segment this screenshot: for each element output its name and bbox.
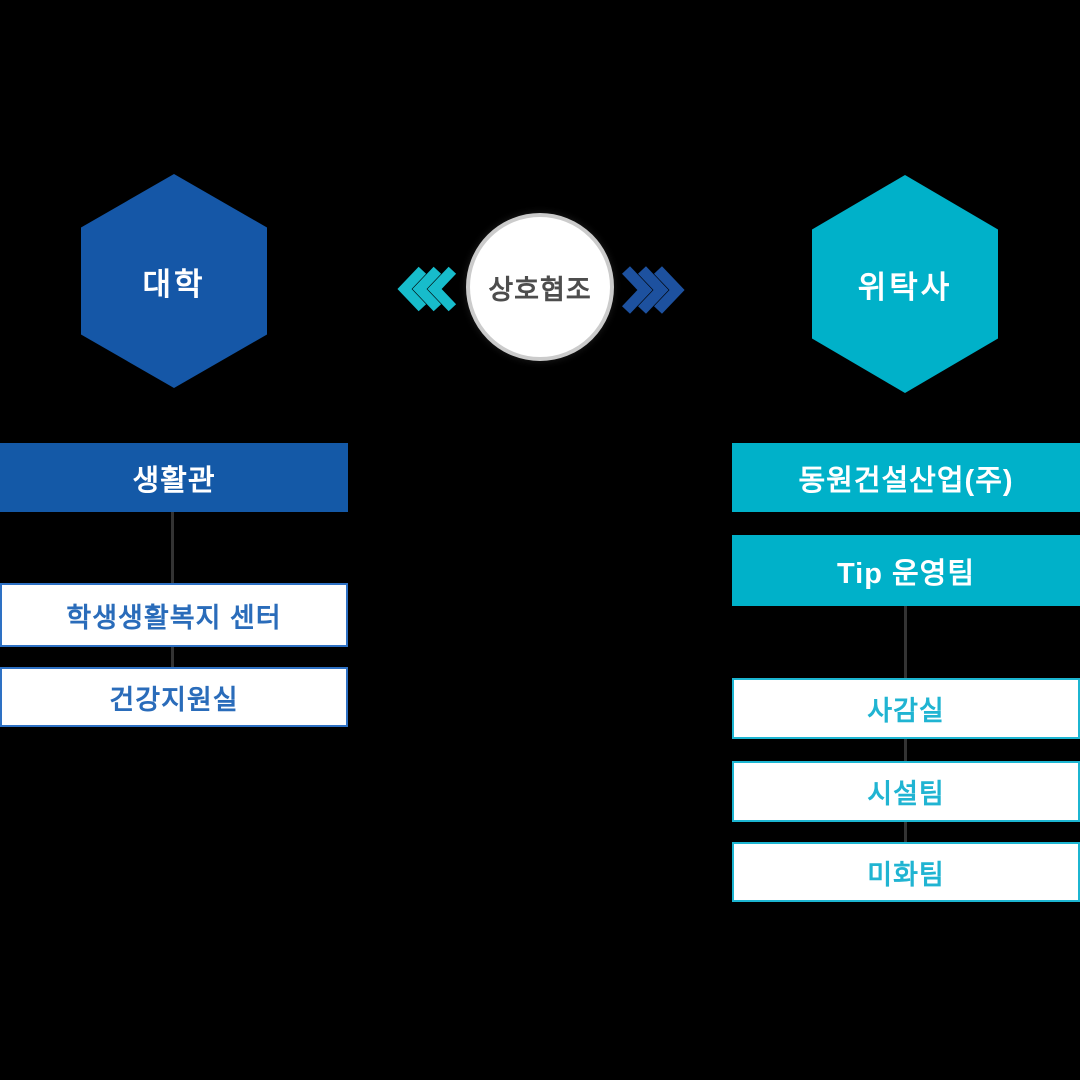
welfare-center-label: 학생생활복지 센터 (66, 602, 282, 633)
connector-line (904, 739, 907, 761)
facility-team-label: 시설팀 (867, 779, 945, 809)
health-support-box: 건강지원실 (0, 667, 348, 727)
dormitory-bar: 생활관 (0, 443, 348, 512)
connector-line (171, 512, 174, 583)
construction-company-bar: 동원건설산업(주) (732, 443, 1080, 512)
connector-line (904, 822, 907, 842)
health-support-label: 건강지원실 (109, 684, 239, 715)
triple-chevron-left-icon (397, 266, 457, 312)
cleaning-team-box: 미화팀 (732, 842, 1080, 902)
dorm-supervisor-box: 사감실 (732, 678, 1080, 739)
dormitory-bar-label: 생활관 (132, 464, 216, 497)
tip-operation-team-label: Tip 운영팀 (836, 557, 976, 590)
contractor-hexagon: 위탁사 (812, 175, 998, 393)
university-hexagon-label: 대학 (142, 266, 206, 302)
triple-chevron-right-icon (622, 266, 685, 314)
cooperation-circle: 상호협조 (466, 213, 614, 361)
tip-operation-team-bar: Tip 운영팀 (732, 535, 1080, 606)
construction-company-label: 동원건설산업(주) (798, 464, 1014, 497)
cooperation-label: 상호협조 (488, 274, 592, 305)
facility-team-box: 시설팀 (732, 761, 1080, 822)
contractor-hexagon-label: 위탁사 (857, 269, 953, 305)
dorm-supervisor-label: 사감실 (867, 696, 945, 726)
welfare-center-box: 학생생활복지 센터 (0, 583, 348, 647)
connector-line (904, 606, 907, 678)
connector-line (171, 647, 174, 667)
university-hexagon: 대학 (81, 174, 267, 388)
cleaning-team-label: 미화팀 (867, 859, 945, 890)
